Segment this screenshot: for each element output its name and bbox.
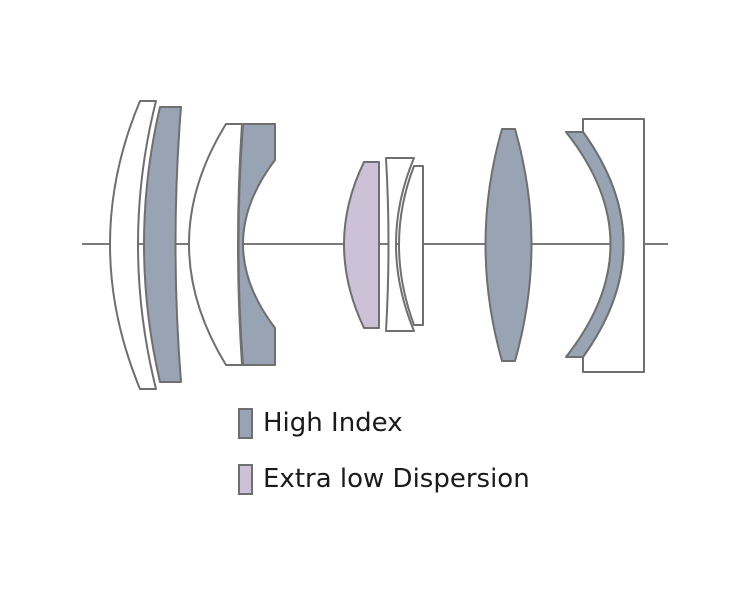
lens-element-7 — [398, 165, 424, 326]
legend-swatch-high-index — [238, 407, 253, 439]
lens-element-5 — [343, 161, 380, 329]
legend-item-extra-low-dispersion: Extra low Dispersion — [238, 460, 530, 498]
legend: High Index Extra low Dispersion — [238, 404, 530, 516]
legend-label-extra-low-dispersion: Extra low Dispersion — [263, 464, 530, 494]
legend-swatch-extra-low-dispersion — [238, 463, 253, 495]
lens-element-8 — [484, 128, 533, 362]
lens-element-3 — [188, 123, 243, 366]
lens-element-2 — [143, 106, 182, 383]
lens-element-4 — [237, 123, 276, 366]
lens-element-6 — [385, 157, 415, 332]
lens-element-1 — [109, 100, 157, 390]
legend-item-high-index: High Index — [238, 404, 530, 442]
lens-element-10 — [565, 131, 625, 358]
legend-label-high-index: High Index — [263, 408, 403, 438]
